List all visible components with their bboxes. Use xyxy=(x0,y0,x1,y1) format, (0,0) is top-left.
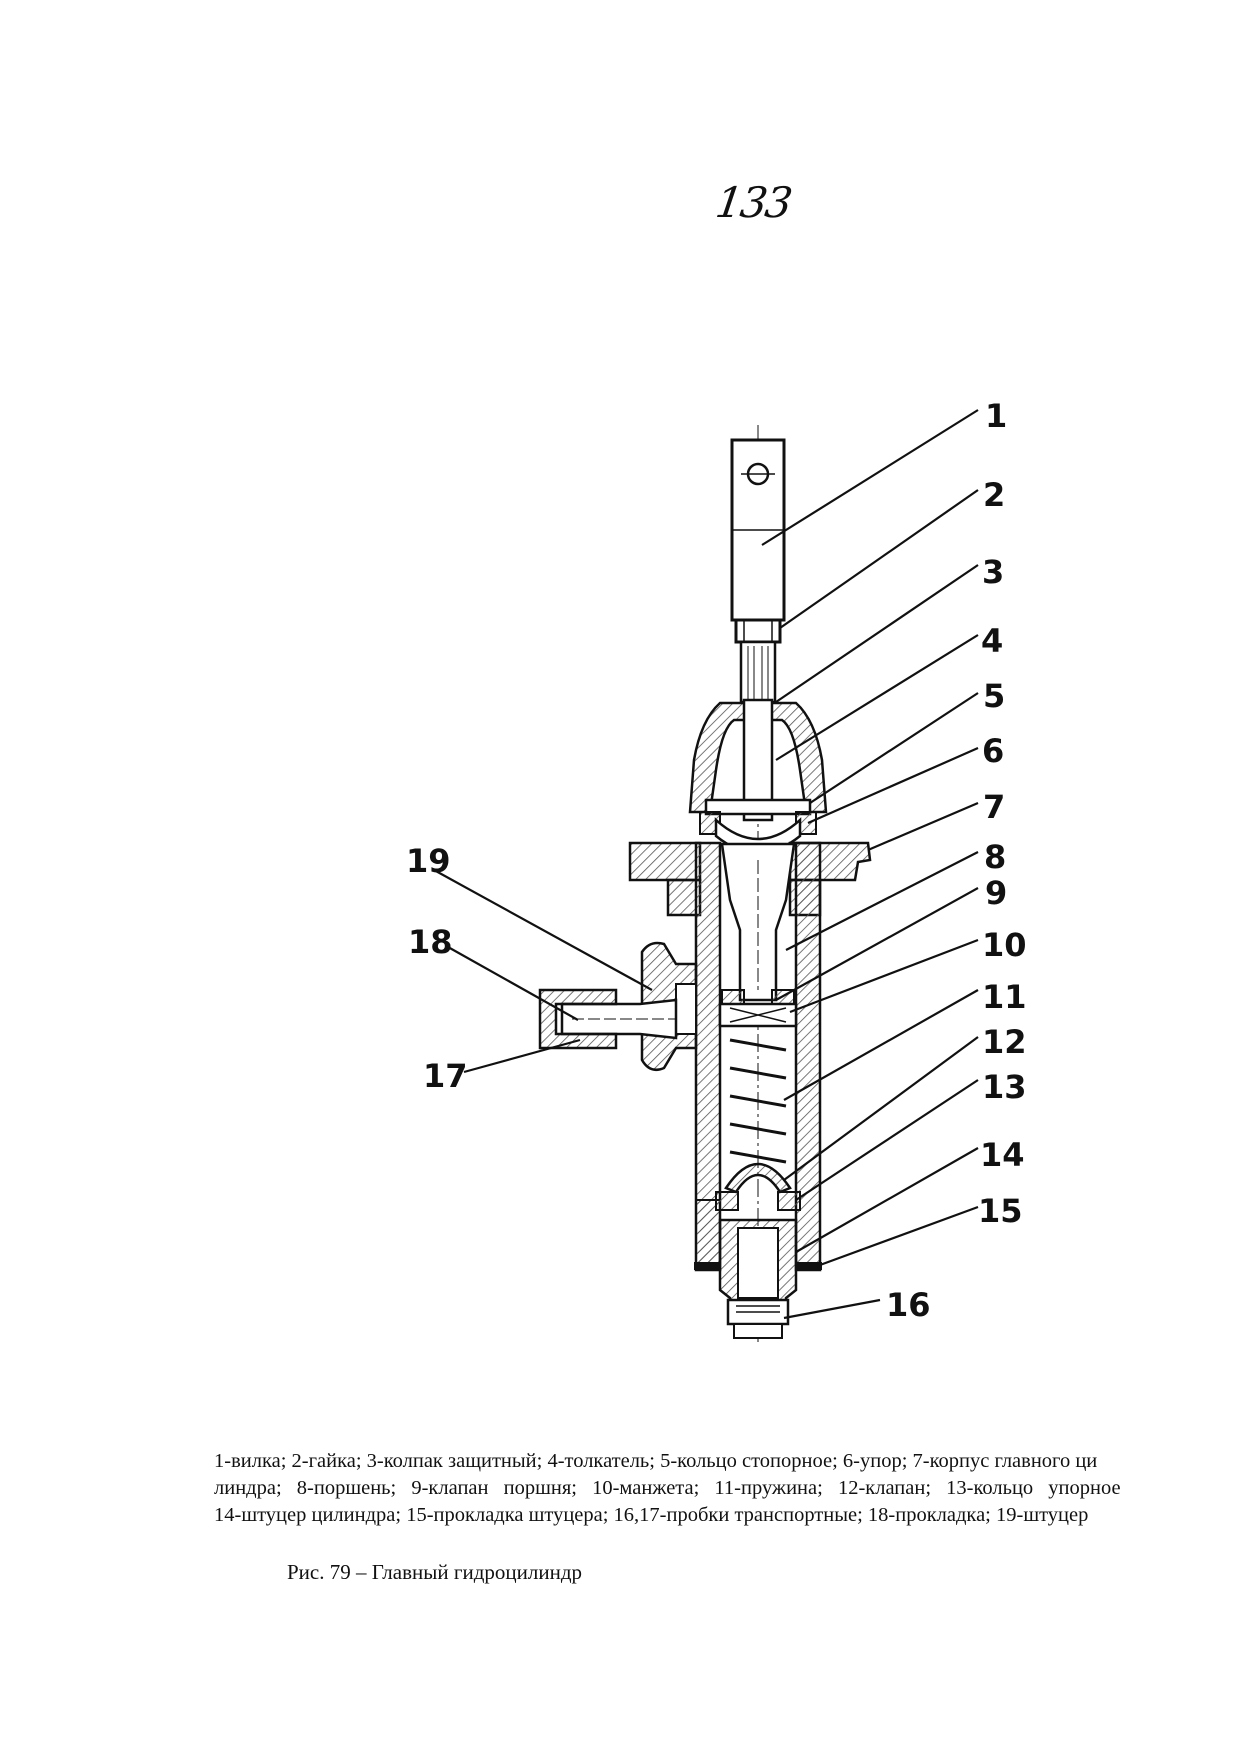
callout-19: 19 xyxy=(406,842,451,880)
threaded-rod xyxy=(739,640,777,704)
callout-2: 2 xyxy=(983,476,1005,514)
transport-plug-bottom xyxy=(726,1298,790,1339)
piston-part xyxy=(720,842,796,1002)
callout-18: 18 xyxy=(408,923,453,961)
callout-1: 1 xyxy=(985,397,1007,435)
callout-9: 9 xyxy=(985,874,1007,912)
spring-part xyxy=(729,1038,787,1164)
callout-5: 5 xyxy=(983,677,1005,715)
cylinder-fitting xyxy=(718,1218,798,1322)
leader-lines xyxy=(433,409,979,1320)
callout-6: 6 xyxy=(982,732,1004,770)
callout-15: 15 xyxy=(978,1192,1023,1230)
callout-12: 12 xyxy=(982,1023,1027,1061)
cuff-part xyxy=(718,1002,798,1028)
callout-10: 10 xyxy=(982,926,1027,964)
callout-4: 4 xyxy=(981,622,1003,660)
legend-line: 14-штуцер цилиндра; 15-прокладка штуцера… xyxy=(214,1504,1089,1526)
nut-part xyxy=(734,618,782,644)
fork-part xyxy=(730,438,786,622)
thrust-ring xyxy=(715,1191,801,1211)
callout-17: 17 xyxy=(423,1057,468,1095)
figure-caption: Рис. 79 – Главный гидроцилиндр xyxy=(287,1560,583,1584)
cylinder-body xyxy=(628,841,872,1272)
callout-8: 8 xyxy=(984,838,1006,876)
protective-cap xyxy=(688,701,828,814)
transport-plug-side xyxy=(538,988,618,1050)
valve-part xyxy=(724,1162,792,1194)
callout-16: 16 xyxy=(886,1286,931,1324)
callout-14: 14 xyxy=(980,1136,1025,1174)
callout-11: 11 xyxy=(982,978,1027,1016)
callout-3: 3 xyxy=(982,553,1004,591)
callout-13: 13 xyxy=(982,1068,1027,1106)
parts-legend: 1-вилка; 2-гайка; 3-колпак защитный; 4-т… xyxy=(214,1448,1241,1529)
side-gasket xyxy=(560,998,678,1040)
fitting-gasket xyxy=(694,1262,822,1270)
legend-line: 1-вилка; 2-гайка; 3-колпак защитный; 4-т… xyxy=(214,1450,1098,1472)
legend-line: линдра; 8-поршень; 9-клапан поршня; 10-м… xyxy=(214,1477,1121,1499)
callout-7: 7 xyxy=(983,788,1005,826)
